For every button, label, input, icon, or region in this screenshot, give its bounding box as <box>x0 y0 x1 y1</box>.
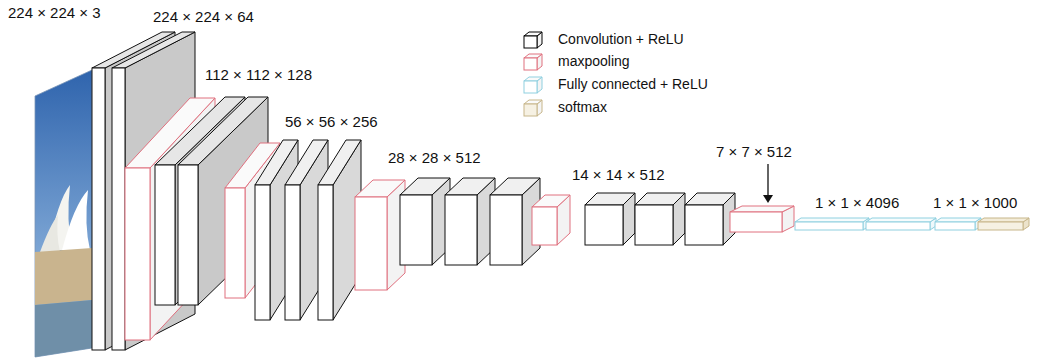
block-top <box>635 193 685 205</box>
legend-cube <box>522 98 544 118</box>
conv-layer <box>400 178 450 265</box>
block-top <box>795 218 869 222</box>
block-top <box>355 180 405 197</box>
legend-label: Convolution + ReLU <box>558 32 684 47</box>
legend-swatch <box>522 52 544 72</box>
block-top <box>935 218 981 222</box>
block-front <box>978 222 1023 230</box>
dimension-label: 224 × 224 × 64 <box>153 9 254 26</box>
block-front <box>225 188 245 298</box>
legend-cube <box>522 30 544 50</box>
block-front <box>866 222 930 230</box>
dimension-label: 56 × 56 × 256 <box>285 114 378 131</box>
block-front <box>92 68 105 350</box>
dimension-label: 7 × 7 × 512 <box>716 144 792 161</box>
dimension-label: 1 × 1 × 1000 <box>933 195 1017 212</box>
block-front <box>795 222 863 230</box>
fc-layer <box>866 218 936 230</box>
block-front <box>255 185 270 320</box>
maxpool-layer <box>730 206 794 232</box>
block-front <box>524 104 537 116</box>
conv-layer <box>635 193 685 245</box>
legend-label: Fully connected + ReLU <box>558 77 708 92</box>
block-front <box>524 81 537 93</box>
legend-swatch <box>522 98 544 118</box>
conv-layer <box>685 193 735 245</box>
block-top <box>585 193 635 205</box>
conv-layer <box>585 193 635 245</box>
block-front <box>685 205 723 245</box>
block-top <box>978 218 1029 222</box>
block-front <box>155 165 175 305</box>
maxpool-layer <box>355 180 405 290</box>
dimension-label: 112 × 112 × 128 <box>205 67 312 84</box>
block-front <box>355 197 387 290</box>
block-front <box>490 195 522 265</box>
maxpool-layer <box>532 195 570 245</box>
image-building <box>35 248 92 305</box>
image-sail <box>62 190 90 250</box>
legend-cube <box>522 52 544 72</box>
legend-label: softmax <box>558 100 607 115</box>
block-top <box>524 100 542 104</box>
block-top <box>445 178 495 195</box>
image-water <box>35 300 92 357</box>
dimension-label: 14 × 14 × 512 <box>572 167 665 184</box>
legend-label: maxpooling <box>558 54 630 69</box>
block-top <box>524 32 542 36</box>
block-top <box>285 140 328 185</box>
fc-layer <box>795 218 869 230</box>
block-front <box>532 207 557 245</box>
softmax-layer <box>978 218 1029 230</box>
block-front <box>585 205 623 245</box>
block-front <box>524 58 537 70</box>
block-front <box>318 185 333 320</box>
legend-swatch <box>522 30 544 50</box>
image-sail <box>40 215 60 252</box>
block-front <box>635 205 673 245</box>
block-top <box>866 218 936 222</box>
block-top <box>730 206 794 212</box>
block-top <box>400 178 450 195</box>
block-top <box>318 140 361 185</box>
block-front <box>112 68 125 350</box>
block-front <box>935 222 975 230</box>
leader-line <box>767 164 768 196</box>
block-top <box>524 54 542 58</box>
dimension-label: 224 × 224 × 3 <box>8 5 101 22</box>
dimension-label: 28 × 28 × 512 <box>388 150 481 167</box>
block-front <box>730 212 782 232</box>
block-front <box>445 195 477 265</box>
block-front <box>178 165 198 305</box>
block-front <box>285 185 300 320</box>
legend-cube <box>522 75 544 95</box>
block-front <box>125 168 150 340</box>
block-front <box>524 36 537 48</box>
block-front <box>400 195 432 265</box>
block-top <box>490 178 540 195</box>
block-top <box>685 193 735 205</box>
block-top <box>112 32 195 68</box>
block-top <box>532 195 570 207</box>
legend-swatch <box>522 75 544 95</box>
image-sky <box>35 70 92 357</box>
fc-layer <box>935 218 981 230</box>
leader-arrowhead <box>763 195 773 203</box>
block-top <box>524 77 542 81</box>
conv-layer <box>445 178 495 265</box>
dimension-label: 1 × 1 × 4096 <box>815 195 899 212</box>
